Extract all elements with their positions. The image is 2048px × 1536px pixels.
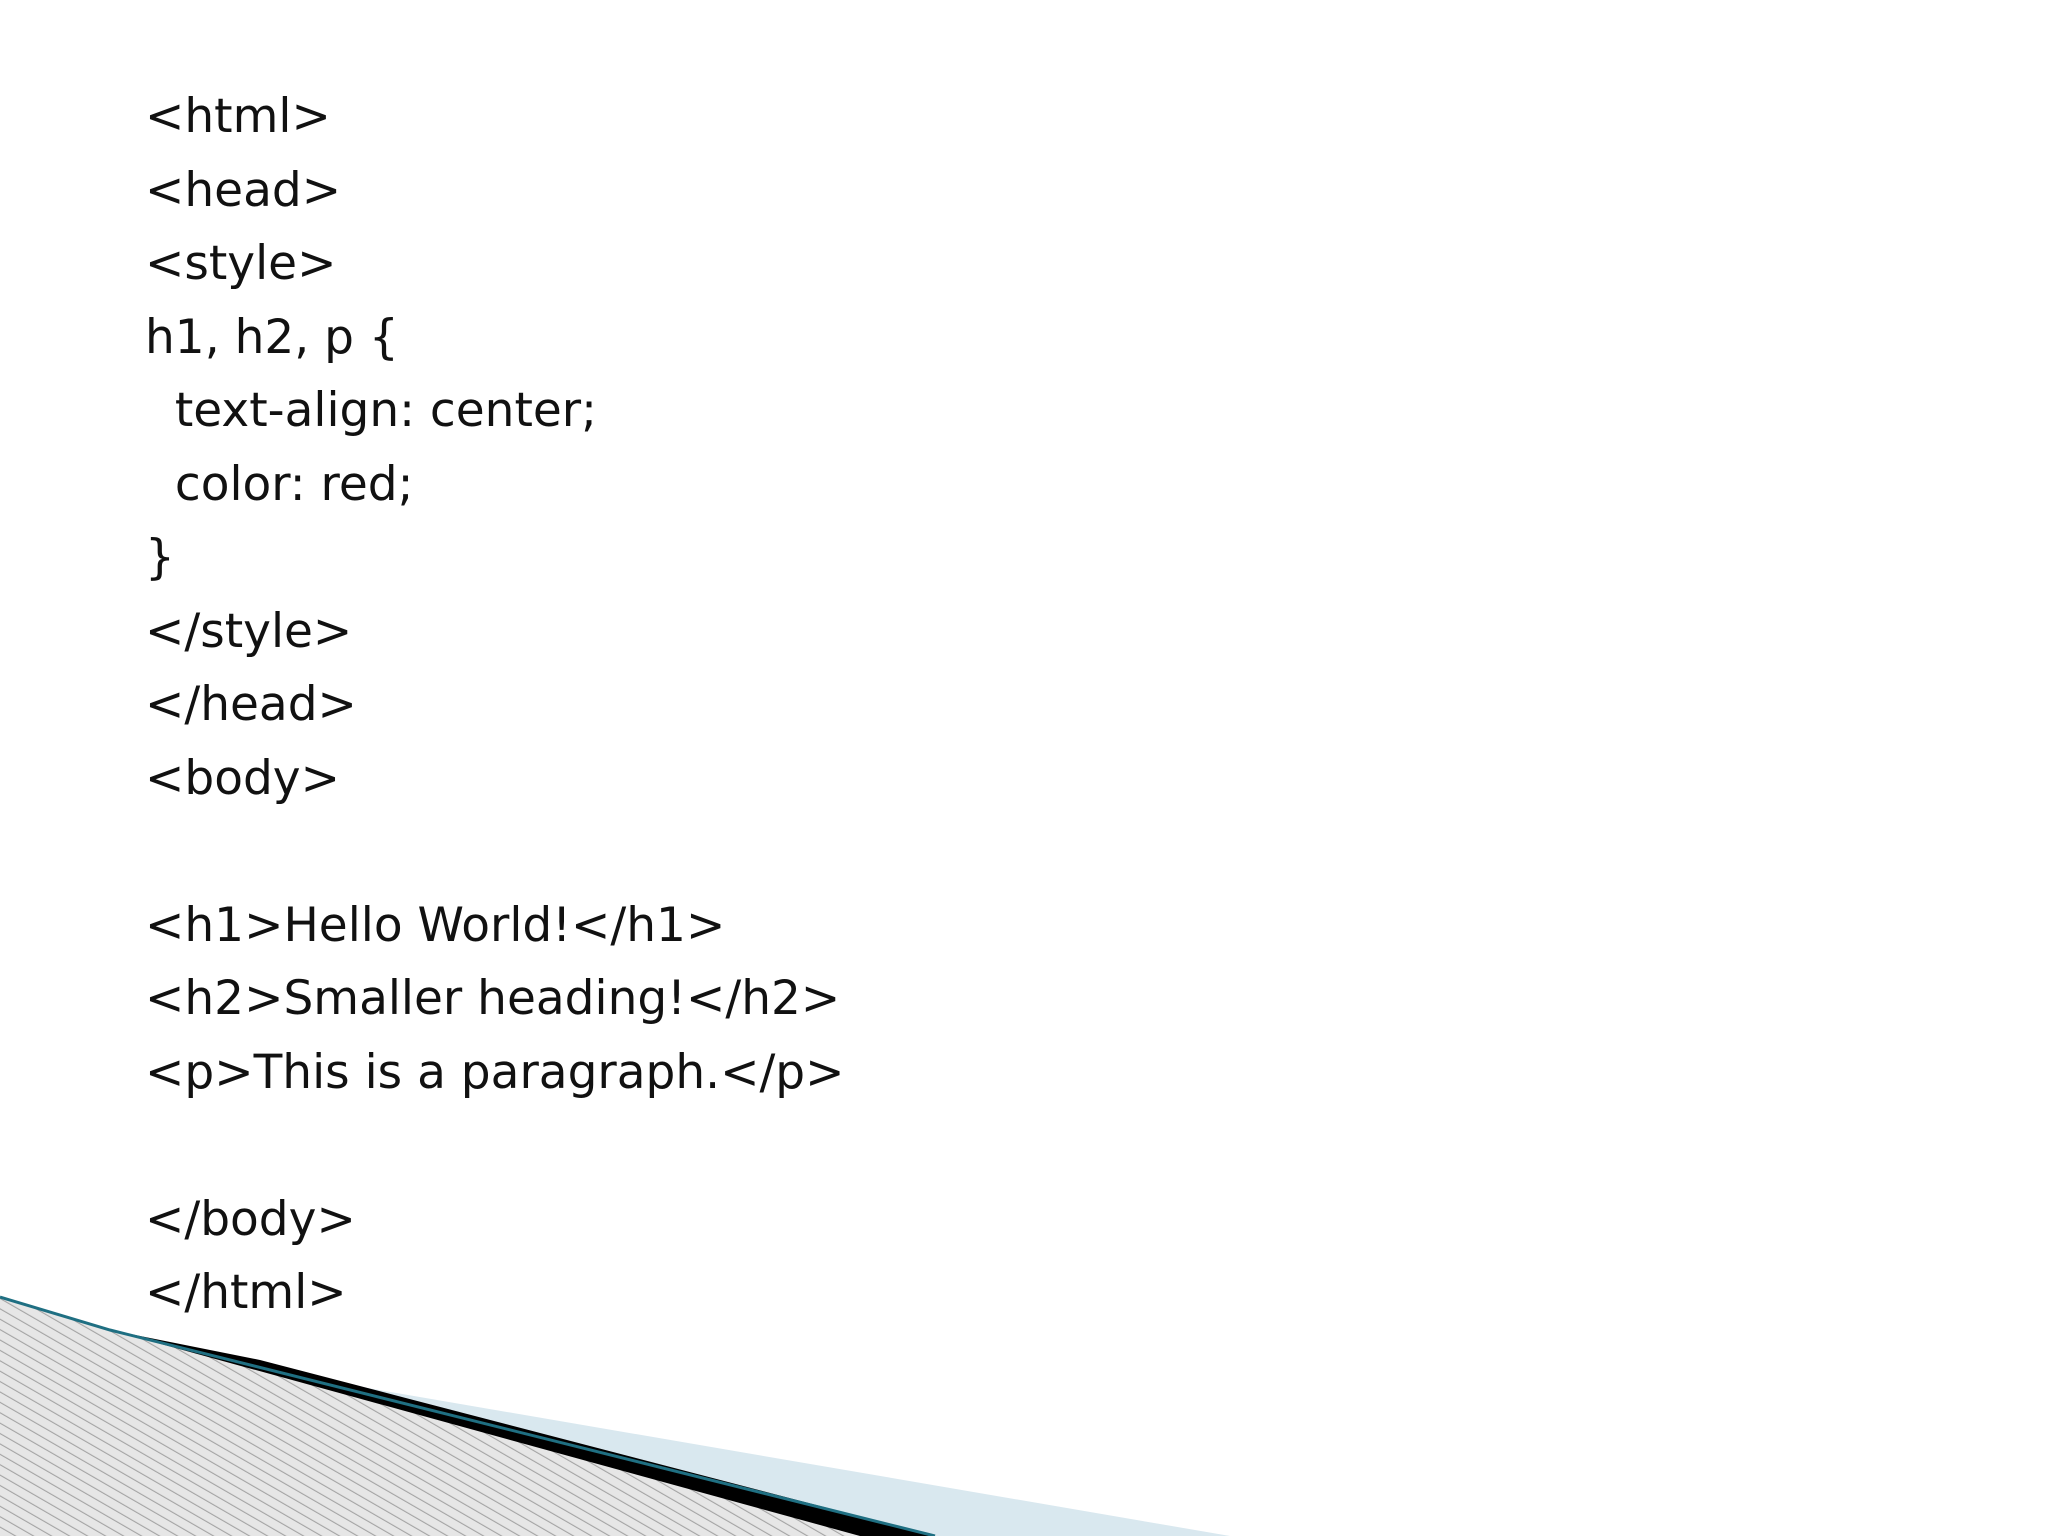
code-line: </body> xyxy=(145,1191,356,1247)
code-line: </head> xyxy=(145,677,357,732)
code-line: h1, h2, p { xyxy=(145,309,399,365)
code-line: <h1>Hello World!</h1> xyxy=(145,897,726,953)
code-line: color: red; xyxy=(145,456,414,512)
striped-wedge xyxy=(0,1297,935,1536)
code-line: text-align: center; xyxy=(145,383,597,438)
code-line-blank xyxy=(145,1109,1345,1183)
black-band xyxy=(110,1330,935,1536)
code-line: <head> xyxy=(145,162,342,218)
code-listing: <html> <head> <style> h1, h2, p { text-a… xyxy=(145,80,1345,1330)
teal-accent-line xyxy=(0,1295,936,1536)
code-line: <style> xyxy=(145,236,337,291)
code-line: </style> xyxy=(145,603,353,659)
code-line: </html> xyxy=(145,1265,347,1320)
code-line: <html> xyxy=(145,89,331,144)
code-line: <body> xyxy=(145,750,340,806)
code-line-blank xyxy=(145,815,1345,889)
code-line: } xyxy=(145,530,175,585)
light-blue-wedge xyxy=(0,1325,1230,1536)
code-line: <h2>Smaller heading!</h2> xyxy=(145,971,841,1026)
code-line: <p>This is a paragraph.</p> xyxy=(145,1044,845,1100)
